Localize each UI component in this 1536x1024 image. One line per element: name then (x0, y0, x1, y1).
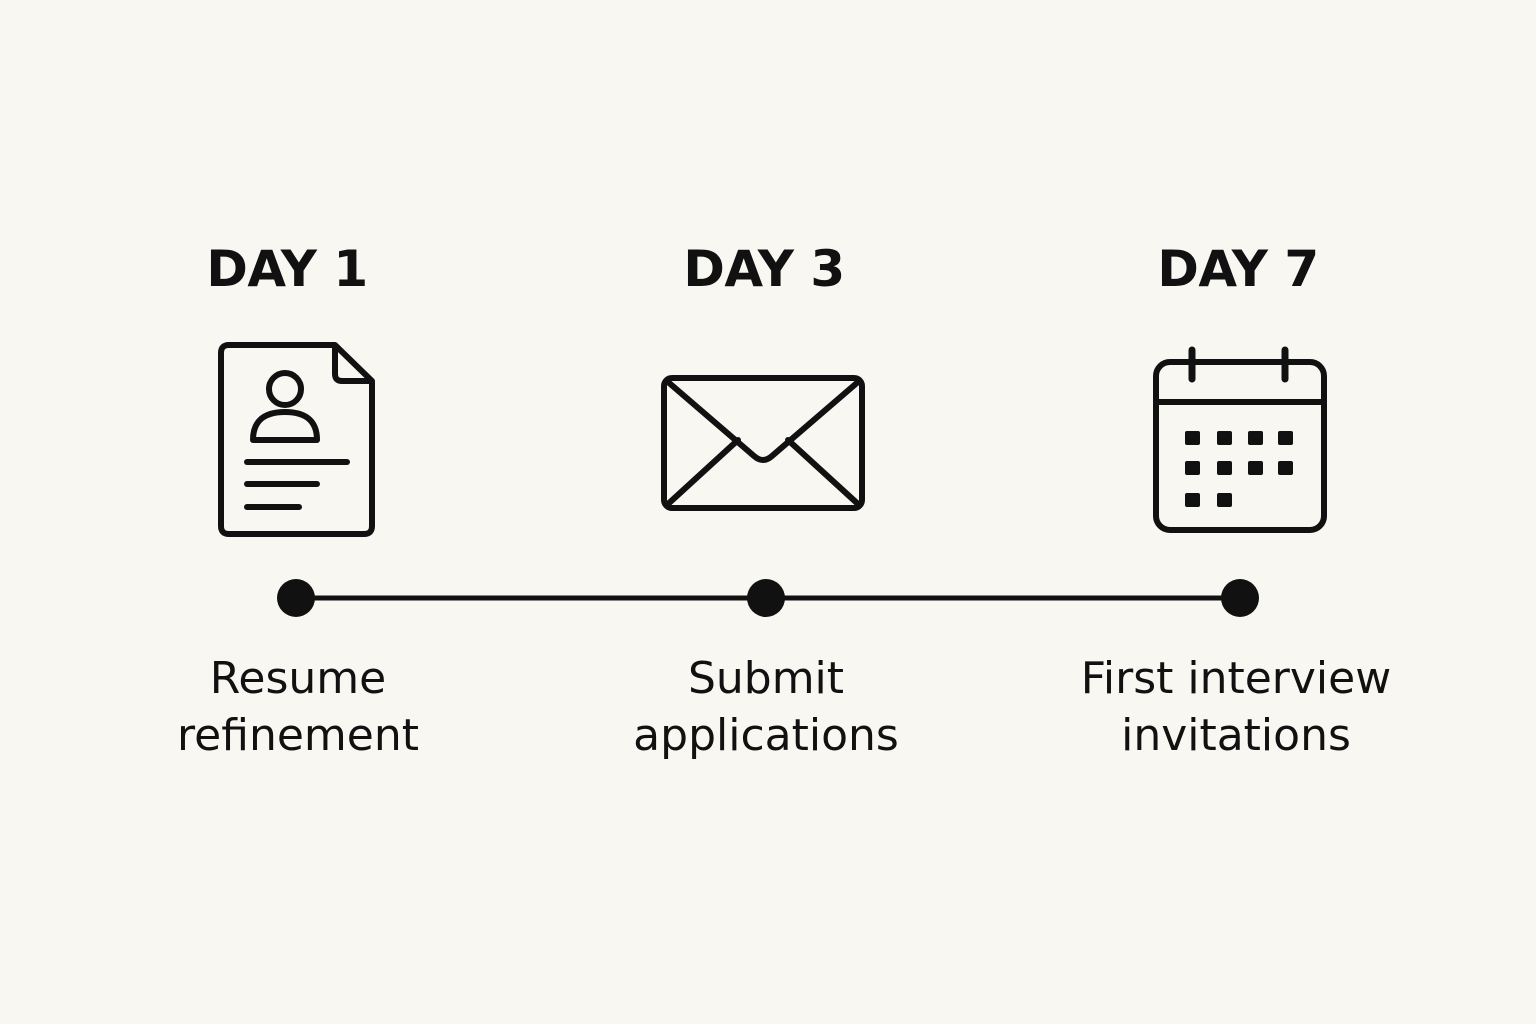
resume-document-icon (218, 342, 375, 537)
day-3-label: DAY 3 (683, 240, 845, 298)
timeline-track (277, 579, 1259, 617)
calendar-icon (1153, 346, 1327, 533)
caption-submit-applications: Submit applications (556, 650, 976, 764)
caption-first-interview-invitations: First interview invitations (1026, 650, 1446, 764)
caption-line: Submit (687, 653, 845, 704)
day-1-label: DAY 1 (206, 240, 368, 298)
timeline-node-day-7 (1221, 579, 1259, 617)
timeline-node-day-3 (747, 579, 785, 617)
caption-line: applications (633, 710, 899, 761)
envelope-icon (661, 375, 865, 511)
day-7-label: DAY 7 (1157, 240, 1319, 298)
caption-line: refinement (177, 710, 419, 761)
caption-line: First interview (1080, 653, 1392, 704)
timeline-node-day-1 (277, 579, 315, 617)
caption-line: Resume (209, 653, 387, 704)
caption-resume-refinement: Resume refinement (88, 650, 508, 764)
caption-line: invitations (1121, 710, 1351, 761)
